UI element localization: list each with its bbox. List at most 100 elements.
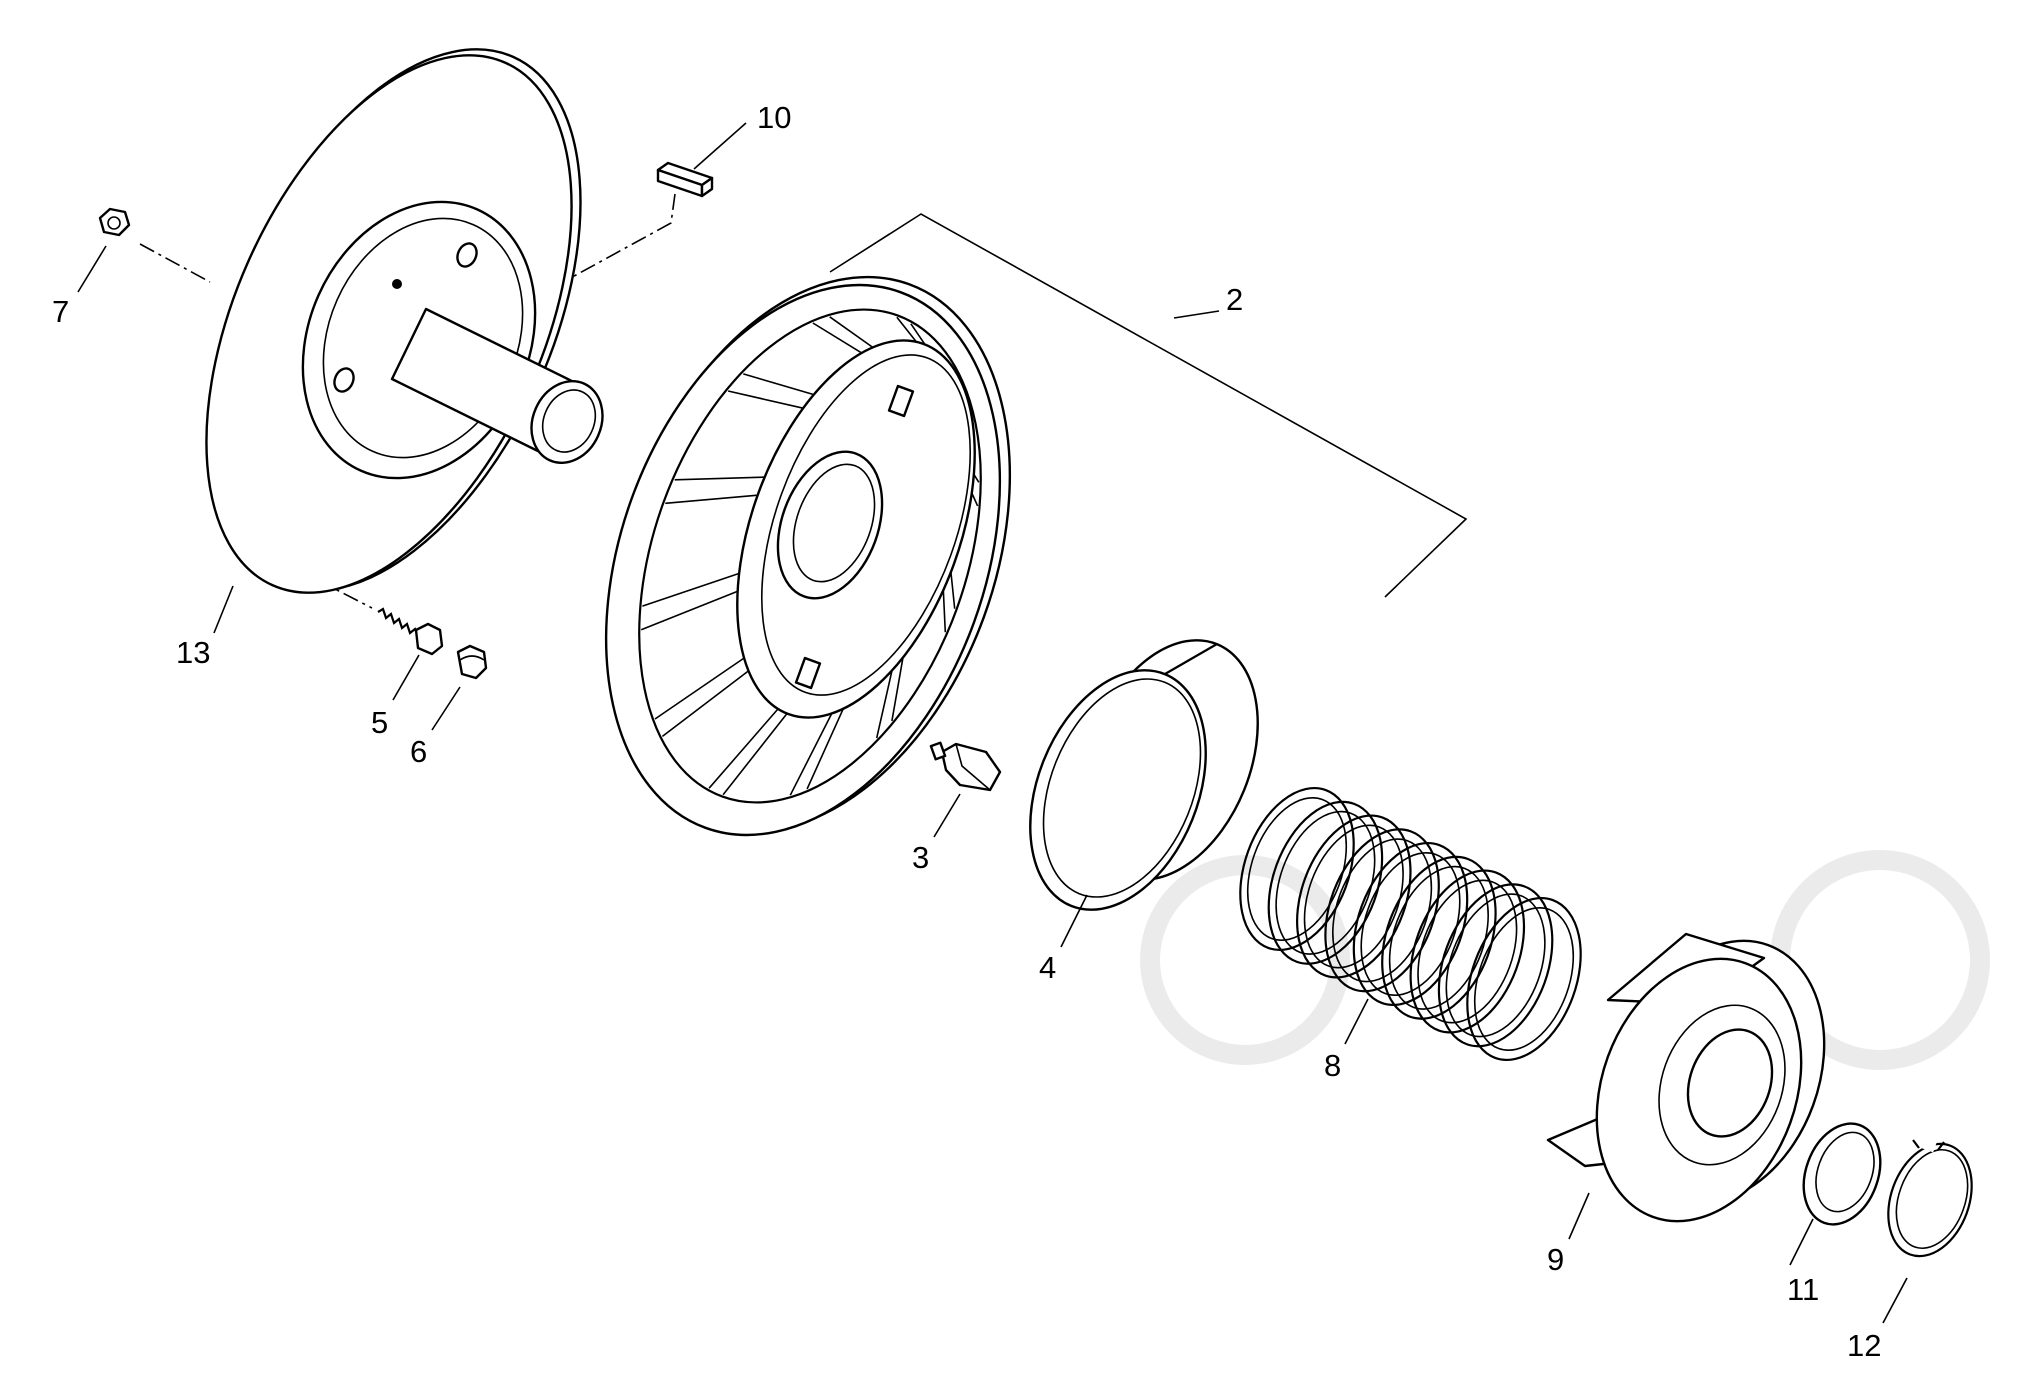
- movable-sheave-ribs: [640, 316, 980, 796]
- leader-12: [1882, 1277, 1908, 1324]
- bolt-5: [377, 607, 444, 656]
- callout-label-11: 11: [1787, 1272, 1819, 1307]
- leader-7: [77, 245, 107, 293]
- spring-coil: [1388, 865, 1489, 1010]
- spring-8: [1239, 786, 1582, 1062]
- leader-3: [933, 793, 961, 838]
- callout-label-12: 12: [1847, 1328, 1881, 1363]
- sheave-rib: [708, 704, 782, 789]
- sheave-rib: [661, 667, 753, 738]
- spring-coil: [1437, 883, 1554, 1048]
- leader-2: [1173, 310, 1220, 319]
- circlip-12: [1887, 1133, 1973, 1258]
- callout-label-4: 4: [1039, 950, 1056, 985]
- spring-coil: [1352, 841, 1469, 1007]
- shaft-bore: [541, 389, 597, 453]
- bolt-thread: [377, 607, 420, 637]
- drum-lug-lower: [794, 656, 822, 690]
- sheave-rib: [875, 661, 895, 739]
- leader-5: [392, 654, 420, 701]
- spring-coil: [1381, 855, 1497, 1020]
- callout-label-7: 7: [52, 294, 69, 329]
- sheave-rib: [640, 588, 743, 631]
- movable-sheave-rim: [638, 308, 982, 804]
- spring-coil: [1445, 893, 1546, 1038]
- key-10: [656, 161, 714, 198]
- assembly-bracket: [829, 213, 1468, 598]
- callout-label-6: 6: [410, 734, 427, 769]
- movable-sheave-bushing: [792, 463, 876, 583]
- leader-4: [1060, 894, 1088, 948]
- sheave-rib: [812, 322, 867, 357]
- drum-lug-upper: [887, 384, 915, 418]
- callout-label-5: 5: [371, 705, 388, 740]
- callout-label-8: 8: [1324, 1048, 1341, 1083]
- cap-nut-6: [456, 644, 488, 680]
- sheave-rib: [722, 708, 791, 796]
- ring-band-front: [1029, 669, 1207, 911]
- leader-lines: [77, 122, 1908, 1324]
- callout-label-9: 9: [1547, 1242, 1564, 1277]
- leader-10: [693, 122, 747, 170]
- spring-coil: [1360, 851, 1461, 997]
- bolt-head: [414, 622, 444, 656]
- callout-label-13: 13: [176, 635, 210, 670]
- spring-coil: [1409, 869, 1526, 1034]
- washer-11: [1802, 1122, 1882, 1226]
- sheave-rib: [806, 702, 847, 790]
- cap-nut-edge: [459, 655, 485, 661]
- slider-button-edge: [955, 743, 991, 791]
- callout-label-3: 3: [912, 840, 929, 875]
- leader-13: [213, 585, 234, 634]
- cap-nut-body: [456, 644, 488, 680]
- cam-9: [1546, 932, 1826, 1223]
- movable-sheave-drum-inner: [760, 354, 972, 696]
- circlip-inner: [1895, 1148, 1969, 1250]
- movable-sheave: [604, 275, 1012, 837]
- spring-coil: [1303, 824, 1404, 969]
- washer-outer: [1802, 1122, 1882, 1226]
- nut-7: [98, 207, 131, 237]
- spring-coil: [1332, 838, 1433, 983]
- hub-rivet-dot: [392, 279, 402, 289]
- ring-band-4: [1029, 639, 1259, 911]
- sheave-rib: [665, 494, 763, 505]
- slider-button-pin: [929, 741, 947, 761]
- movable-sheave-bore: [776, 450, 884, 600]
- cam-inner-ring: [1658, 1004, 1786, 1166]
- key-side: [700, 176, 714, 198]
- watermark-wheel-left: [1140, 855, 1350, 1065]
- ring-band-inner: [1042, 678, 1202, 898]
- leader-8: [1344, 998, 1369, 1045]
- spring-coil: [1239, 786, 1355, 952]
- hub-bolt-hole-lower: [333, 367, 355, 393]
- spring-coil: [1417, 879, 1518, 1024]
- spring-coil: [1466, 896, 1582, 1062]
- sheave-rib: [743, 373, 819, 397]
- washer-inner: [1815, 1131, 1875, 1213]
- circlip-outer: [1887, 1142, 1973, 1258]
- leader-9: [1568, 1192, 1590, 1240]
- nut-hex: [98, 207, 131, 237]
- spring-coil: [1296, 814, 1412, 979]
- fixed-sheave: [205, 48, 604, 594]
- nut-hole: [107, 216, 121, 230]
- sheave-rib: [674, 476, 770, 481]
- callout-labels: 10 2 7 13 5 6 3 4 8 9 11 12: [52, 100, 1881, 1363]
- leader-11: [1789, 1218, 1814, 1266]
- spring-coil: [1473, 906, 1575, 1052]
- watermark-logo: [1140, 850, 1990, 1070]
- slider-button-body: [940, 742, 1002, 792]
- spring-coil: [1324, 828, 1440, 993]
- leader-6: [431, 686, 461, 731]
- cam-bore: [1686, 1028, 1774, 1138]
- spring-coil: [1267, 800, 1384, 965]
- spring-coil: [1275, 810, 1376, 955]
- callout-label-10: 10: [757, 100, 791, 135]
- spring-coil: [1246, 796, 1348, 942]
- sheave-rib: [654, 654, 749, 720]
- slider-button-3: [929, 741, 1002, 792]
- sheave-rib: [727, 390, 808, 410]
- circlip-gap: [1918, 1133, 1938, 1153]
